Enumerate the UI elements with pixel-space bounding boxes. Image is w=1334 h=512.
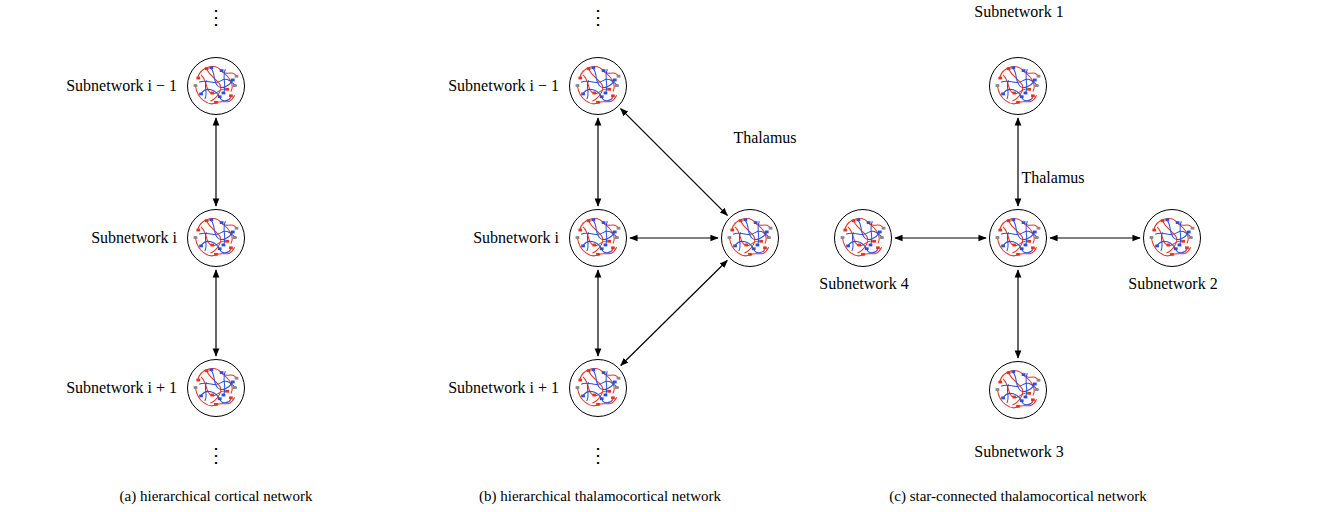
neuron-network-picture — [990, 210, 1046, 266]
neuron-network-picture — [722, 210, 778, 266]
neuron-network-picture — [990, 362, 1046, 418]
node-label: Subnetwork 4 — [819, 275, 908, 293]
panel-caption: (a) hierarchical cortical network — [120, 488, 313, 505]
continuation-dots: ⋮ — [206, 444, 226, 466]
bidirectional-arrow — [597, 118, 598, 206]
node-label: Subnetwork i — [473, 229, 559, 247]
neuron-network-picture — [188, 58, 244, 114]
bidirectional-arrow — [1017, 270, 1018, 358]
node-label: Subnetwork i + 1 — [66, 379, 177, 397]
neuron-network-picture — [835, 210, 891, 266]
subnetwork-circle: Subnetwork i — [569, 209, 627, 267]
node-label: Subnetwork i + 1 — [448, 379, 559, 397]
neuron-network-picture — [990, 58, 1046, 114]
subnetwork-circle: Subnetwork 1 — [989, 57, 1047, 115]
continuation-dots: ⋮ — [206, 6, 226, 28]
node-label: Subnetwork i — [91, 229, 177, 247]
bidirectional-arrow — [621, 109, 728, 216]
bidirectional-arrow — [621, 260, 727, 365]
bidirectional-arrow — [630, 237, 718, 238]
continuation-dots: ⋮ — [588, 6, 608, 28]
panel-caption: (c) star-connected thalamocortical netwo… — [889, 488, 1147, 505]
subnetwork-circle: Subnetwork 3 — [989, 361, 1047, 419]
bidirectional-arrow — [1050, 237, 1140, 238]
bidirectional-arrow — [215, 270, 216, 356]
bidirectional-arrow — [1017, 118, 1018, 206]
subnetwork-circle: Subnetwork 4 — [834, 209, 892, 267]
neuron-network-picture — [570, 210, 626, 266]
neuron-network-picture — [188, 360, 244, 416]
subnetwork-circle: Subnetwork 2 — [1143, 209, 1201, 267]
subnetwork-circle: Subnetwork i − 1 — [187, 57, 245, 115]
subnetwork-circle: Subnetwork i + 1 — [569, 359, 627, 417]
neuron-network-picture — [570, 58, 626, 114]
node-label: Subnetwork i − 1 — [66, 77, 177, 95]
subnetwork-circle: Thalamus — [989, 209, 1047, 267]
neuron-network-picture — [570, 360, 626, 416]
node-label: Subnetwork 2 — [1128, 275, 1217, 293]
node-label: Thalamus — [1021, 169, 1084, 187]
bidirectional-arrow — [597, 270, 598, 356]
continuation-dots: ⋮ — [588, 444, 608, 466]
subnetwork-circle: Subnetwork i − 1 — [569, 57, 627, 115]
neuron-network-picture — [188, 210, 244, 266]
subnetwork-circle: Thalamus — [721, 209, 779, 267]
subnetwork-circle: Subnetwork i — [187, 209, 245, 267]
bidirectional-arrow — [215, 118, 216, 206]
bidirectional-arrow — [895, 237, 986, 238]
neuron-network-picture — [1144, 210, 1200, 266]
subnetwork-circle: Subnetwork i + 1 — [187, 359, 245, 417]
node-label: Thalamus — [733, 129, 796, 147]
node-label: Subnetwork 3 — [974, 443, 1063, 461]
node-label: Subnetwork i − 1 — [448, 77, 559, 95]
node-label: Subnetwork 1 — [974, 3, 1063, 21]
panel-caption: (b) hierarchical thalamocortical network — [479, 488, 721, 505]
